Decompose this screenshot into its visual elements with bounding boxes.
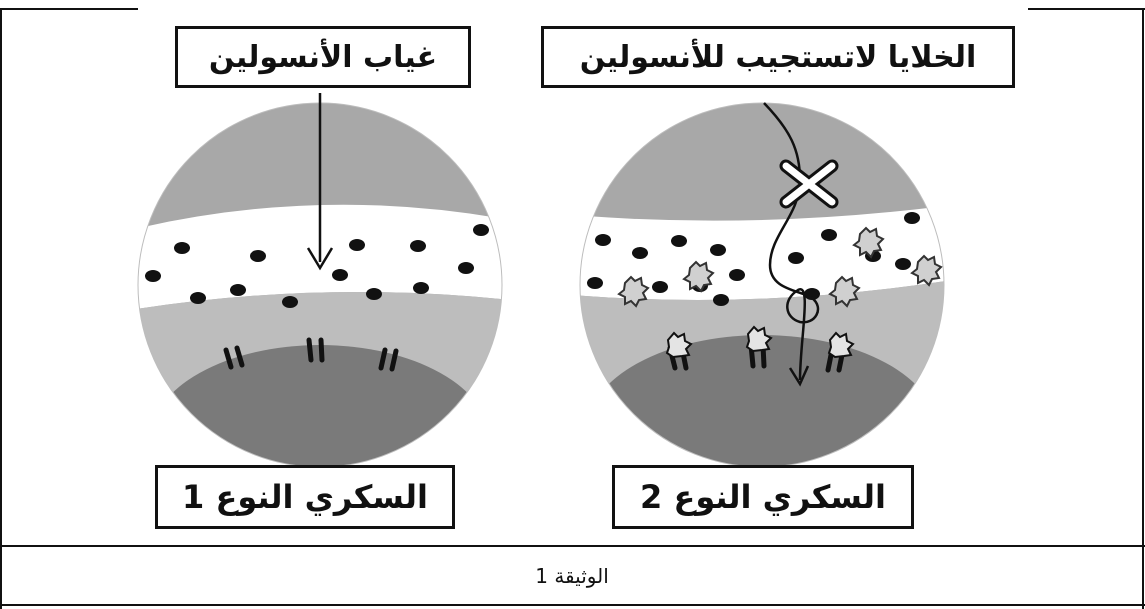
type2-label: السكري النوع 2	[612, 465, 914, 529]
document-caption: الوثيقة 1	[535, 563, 609, 588]
block-x-icon	[779, 159, 839, 209]
insulin-absence-label: غياب الأنسولين	[175, 26, 471, 88]
frame-line	[1028, 8, 1145, 10]
cells-not-responding-label: الخلايا لاتستجيب للأنسولين	[541, 26, 1015, 88]
insulin-absence-text: غياب الأنسولين	[208, 39, 438, 75]
glucose-dots-type1	[145, 224, 489, 308]
type1-label: السكري النوع 1	[155, 465, 455, 529]
nucleus-region	[150, 345, 490, 467]
type1-cell-diagram	[138, 103, 502, 467]
blood-vessel-gap	[580, 205, 944, 300]
frame-line	[0, 8, 138, 10]
type1-text: السكري النوع 1	[182, 478, 428, 516]
insulin-molecules-type2	[617, 226, 943, 308]
nucleus-region	[587, 335, 937, 467]
frame-line	[0, 8, 2, 609]
type2-cell-diagram	[580, 103, 944, 467]
diagram-canvas	[137, 93, 945, 468]
insulin-receptors-type1	[223, 337, 399, 372]
caption-divider	[0, 545, 1145, 547]
insulin-receptors-type2	[665, 325, 855, 373]
frame-line	[1142, 8, 1144, 609]
frame-line	[0, 604, 1145, 606]
type2-text: السكري النوع 2	[640, 478, 886, 516]
insulin-absence-arrow	[306, 93, 334, 271]
cells-not-responding-text: الخلايا لاتستجيب للأنسولين	[579, 39, 977, 75]
caption-row: الوثيقة 1	[2, 547, 1142, 604]
